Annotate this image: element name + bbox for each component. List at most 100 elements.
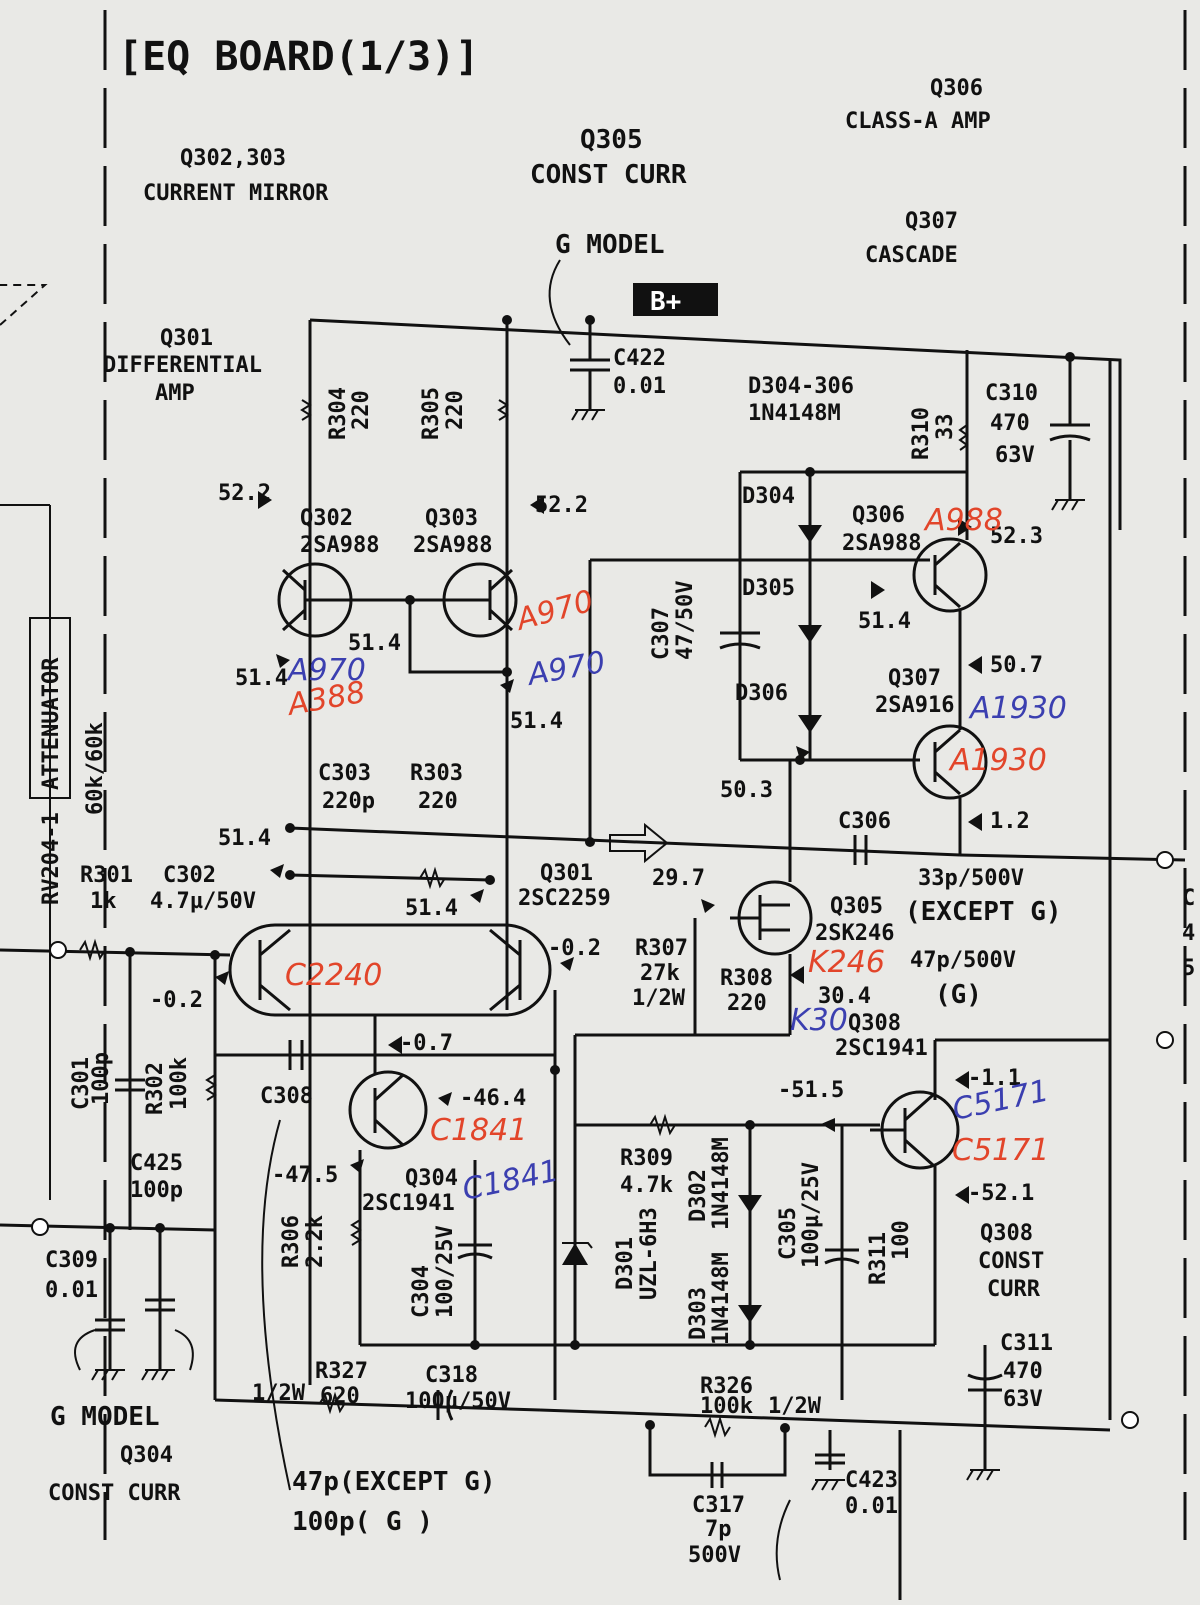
bottom-rail-right — [539, 1408, 1111, 1432]
r305-ref: R305 — [419, 387, 444, 440]
q308-pins — [870, 1093, 934, 1167]
note-q302-303-a: Q302,303 — [180, 146, 286, 171]
c306-alt-a: 33p/500V — [918, 866, 1024, 891]
q304-ref: Q304 — [405, 1166, 458, 1191]
c317-ref: C317 — [692, 1493, 745, 1518]
junction — [285, 870, 295, 880]
r304-ref: R304 — [326, 387, 351, 440]
r327-power: 1/2W — [252, 1381, 306, 1406]
hw-red-c2240: C2240 — [285, 958, 382, 993]
c318-value: 100µ/50V — [405, 1389, 511, 1414]
terminal[interactable] — [1121, 1411, 1139, 1429]
ground-terminal[interactable] — [31, 1218, 49, 1236]
junction — [502, 667, 512, 677]
c318-ref: C318 — [425, 1363, 478, 1388]
c317-voltage: 500V — [688, 1543, 741, 1568]
c422-value: 0.01 — [613, 374, 666, 399]
q301-dual-transistor — [228, 923, 552, 1017]
q307-type: 2SA916 — [875, 693, 954, 718]
c423-curve — [775, 1499, 791, 1581]
edge-text: 4 — [1182, 921, 1195, 946]
junction — [585, 837, 595, 847]
r307-value: 27k — [640, 961, 680, 986]
ground-icon — [811, 1479, 845, 1491]
voltage-label: 51.4 — [218, 826, 271, 851]
c311-voltage: 63V — [1003, 1387, 1043, 1412]
r311-ref: R311 — [866, 1232, 891, 1285]
d306-ref: D306 — [735, 681, 788, 706]
hw-red-a1930: A1930 — [948, 743, 1047, 778]
r311-value: 100 — [889, 1220, 914, 1260]
q302-ref: Q302 — [300, 506, 353, 531]
hw-red-c1841: C1841 — [430, 1113, 527, 1148]
q307-transistor — [912, 724, 988, 800]
r301-ref: R301 — [80, 863, 133, 888]
ground-icon — [141, 1369, 175, 1381]
d302-ref: D302 — [686, 1169, 711, 1222]
c305-value: 100µ/25V — [799, 1162, 824, 1268]
junction — [470, 1340, 480, 1350]
c318-plate-curved — [446, 1389, 454, 1421]
r307-ref: R307 — [635, 936, 688, 961]
g-model-bracket — [174, 1329, 194, 1371]
zener-triangle — [562, 1243, 588, 1265]
d301-type: UZL-6H3 — [637, 1207, 662, 1300]
q307-pins — [933, 728, 961, 796]
c303-ref: C303 — [318, 761, 371, 786]
c311-ref: C311 — [1000, 1331, 1053, 1356]
r303-value: 220 — [418, 789, 458, 814]
b-plus-rail — [309, 318, 1122, 530]
q305-type: 2SK246 — [815, 921, 894, 946]
voltage-label: 51.4 — [858, 609, 911, 634]
voltage-label: -0.2 — [150, 988, 203, 1013]
voltage-label: -46.4 — [460, 1086, 526, 1111]
c306-alt-b: (EXCEPT G) — [905, 897, 1062, 927]
hw-blue-a1930: A1930 — [968, 691, 1067, 726]
note-q302-303-b: CURRENT MIRROR — [143, 181, 329, 206]
q304-transistor — [348, 1070, 428, 1150]
r303-ref: R303 — [410, 761, 463, 786]
note-q301-c: AMP — [155, 381, 195, 406]
q305-ref: Q305 — [830, 894, 883, 919]
c304-value: 100/25V — [433, 1225, 458, 1318]
c311-plate-curved — [967, 1373, 1003, 1381]
voltage-label: -0.7 — [400, 1031, 453, 1056]
d301-ref: D301 — [613, 1237, 638, 1290]
voltage-label: -1.1 — [968, 1066, 1021, 1091]
c317-loop — [648, 1425, 787, 1477]
c306-ref: C306 — [838, 809, 891, 834]
voltage-label: -51.5 — [778, 1078, 844, 1103]
r302-value: 100k — [167, 1057, 192, 1110]
r305-symbol — [497, 399, 509, 421]
c310-plate-curved — [1049, 434, 1091, 442]
g-model-bracket — [74, 1329, 96, 1371]
q308-note-a: Q308 — [980, 1221, 1033, 1246]
c309-ref: C309 — [45, 1248, 98, 1273]
r306-ref: R306 — [279, 1215, 304, 1268]
note-g-model-top: G MODEL — [555, 230, 665, 260]
input-terminal[interactable] — [49, 941, 67, 959]
c303-value: 220p — [322, 789, 375, 814]
r309-value: 4.7k — [620, 1173, 673, 1198]
r302-ref: R302 — [143, 1062, 168, 1115]
output-terminal[interactable] — [1156, 851, 1174, 869]
zener-bar — [562, 1242, 593, 1249]
c308-ref: C308 — [260, 1084, 313, 1109]
terminal[interactable] — [1156, 1031, 1174, 1049]
voltage-label: 50.7 — [990, 653, 1043, 678]
c305-ref: C305 — [776, 1207, 801, 1260]
r301-value: 1k — [90, 889, 117, 914]
d302-type: 1N4148M — [709, 1137, 734, 1230]
rv204-label: RV204-1 — [39, 812, 64, 905]
voltage-label: 51.4 — [405, 896, 458, 921]
junction — [550, 1065, 560, 1075]
r306-symbol — [350, 1219, 362, 1246]
d304-306-ref: D304-306 — [748, 374, 854, 399]
hw-red-c5171: C5171 — [952, 1133, 1049, 1168]
note-q305-b: CONST CURR — [530, 160, 687, 190]
junction — [745, 1120, 755, 1130]
r306-value: 2.2k — [303, 1215, 328, 1268]
d303-ref: D303 — [686, 1287, 711, 1340]
c310-ref: C310 — [985, 381, 1038, 406]
c422-ref: C422 — [613, 346, 666, 371]
